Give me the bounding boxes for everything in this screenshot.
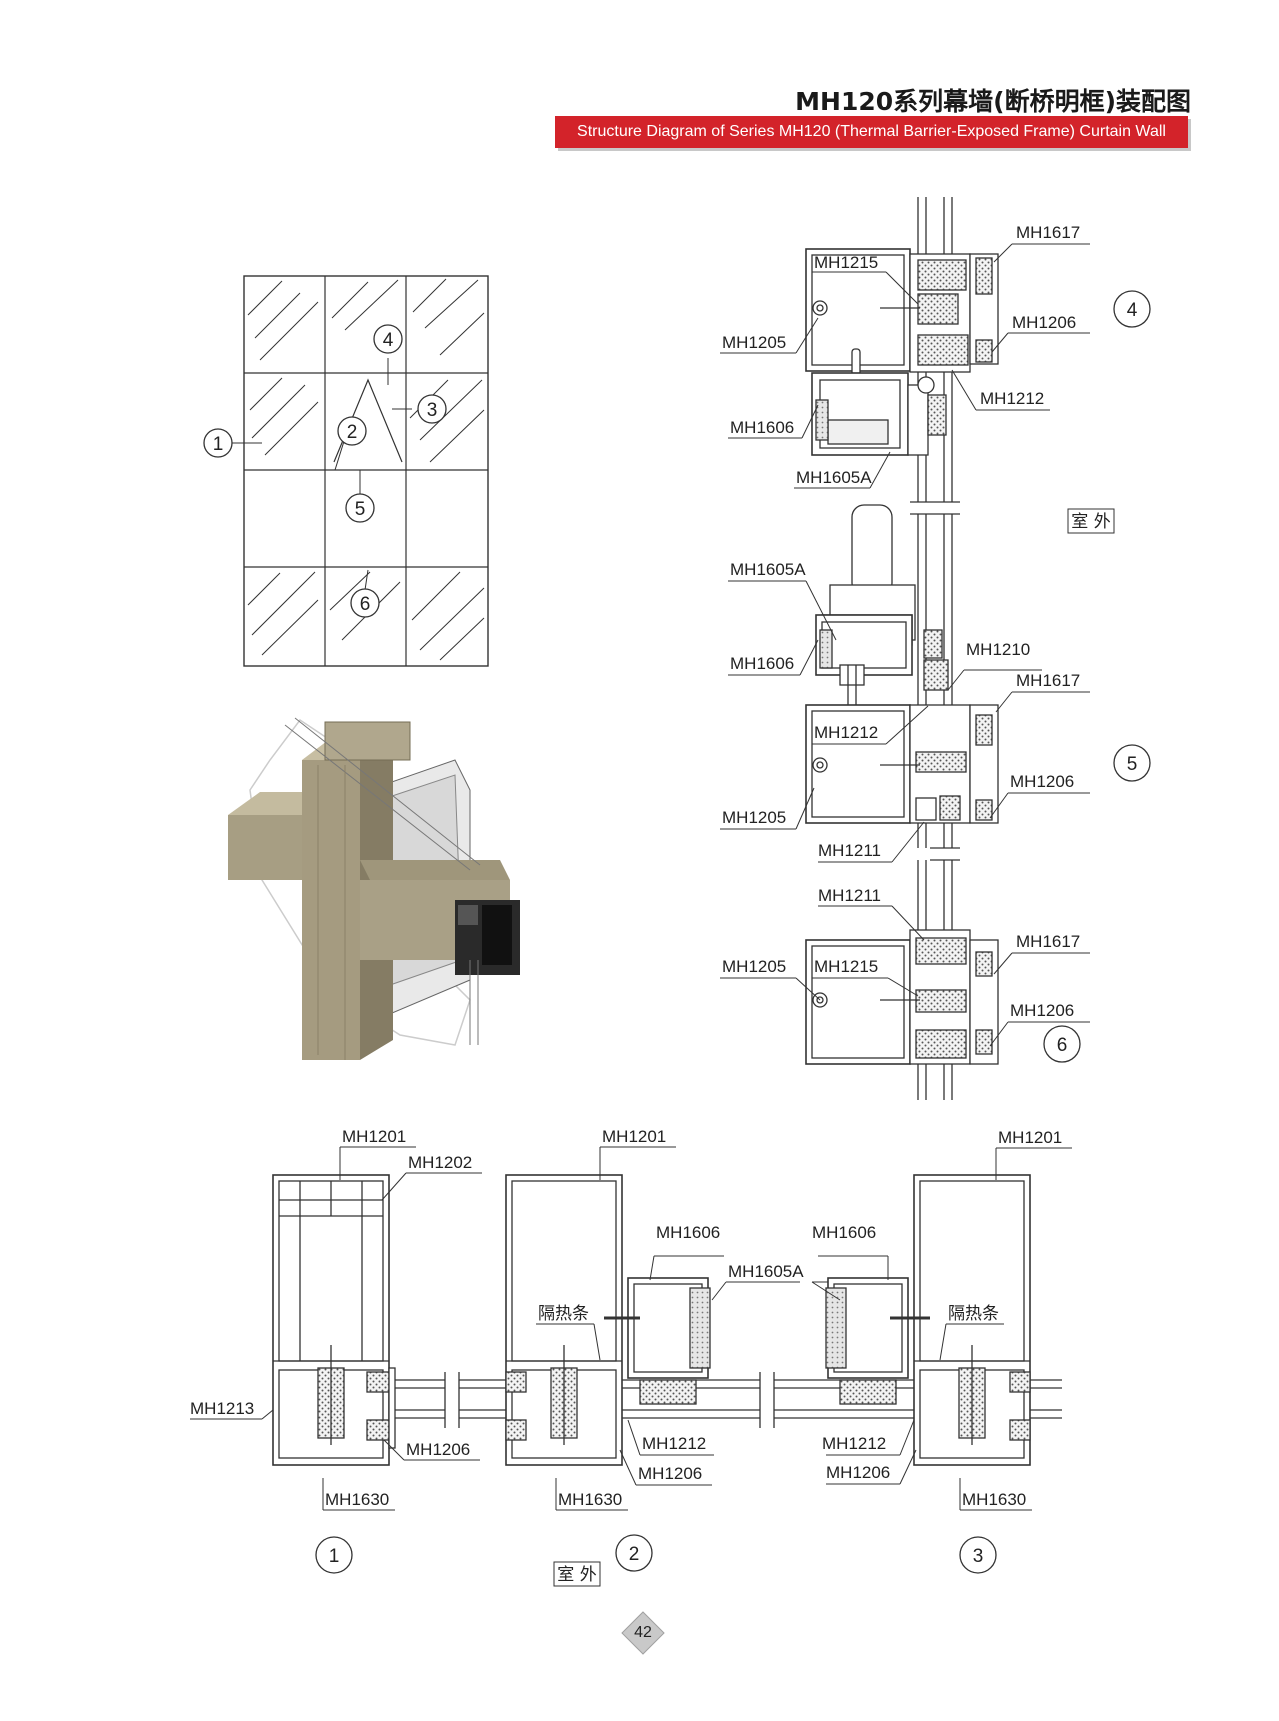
exterior-label-right: 室 外 — [1067, 508, 1115, 534]
svg-text:3: 3 — [973, 1546, 984, 1567]
label-mh1206-h2: MH1206 — [638, 1464, 702, 1483]
label-mh1606-h2: MH1606 — [656, 1223, 720, 1242]
svg-text:3: 3 — [427, 400, 438, 421]
elevation-diagram — [232, 275, 489, 667]
section-number-h2: 2 — [615, 1534, 653, 1572]
label-mh1212-h3: MH1212 — [822, 1434, 886, 1453]
label-mh1617-s5: MH1617 — [1016, 671, 1080, 690]
svg-text:2: 2 — [629, 1544, 640, 1565]
vertical-section-drawing — [720, 197, 1090, 1100]
label-mh1606-s5: MH1606 — [730, 654, 794, 673]
label-mh1206-s6: MH1206 — [1010, 1001, 1074, 1020]
svg-text:室 外: 室 外 — [1071, 512, 1110, 532]
page-number-label: 42 — [634, 1624, 652, 1641]
label-mh1205-s4: MH1205 — [722, 333, 786, 352]
page-title: MH120系列幕墙(断桥明框)装配图 — [795, 87, 1191, 116]
section-4-labels: MH1617 MH1215 MH1206 MH1205 MH1212 MH160… — [722, 223, 1151, 487]
label-mh1206-h3: MH1206 — [826, 1463, 890, 1482]
svg-text:1: 1 — [213, 434, 224, 455]
label-mh1210-s5: MH1210 — [966, 640, 1030, 659]
marker-4: 4 — [373, 324, 403, 354]
section-number-6: 6 — [1043, 1025, 1081, 1063]
section-number-h3: 3 — [959, 1536, 997, 1574]
label-mh1201-h3: MH1201 — [998, 1128, 1062, 1147]
svg-text:2: 2 — [347, 422, 358, 443]
svg-text:4: 4 — [1127, 300, 1138, 321]
label-mh1202-h1: MH1202 — [408, 1153, 472, 1172]
svg-text:4: 4 — [383, 330, 394, 351]
label-mh1212-s4: MH1212 — [980, 389, 1044, 408]
marker-5: 5 — [345, 493, 375, 523]
label-mh1605a-h2: MH1605A — [728, 1262, 804, 1281]
svg-text:1: 1 — [329, 1546, 340, 1567]
marker-2: 2 — [337, 416, 367, 446]
page-subtitle-bar: Structure Diagram of Series MH120 (Therm… — [555, 116, 1188, 148]
label-mh1630-h1: MH1630 — [325, 1490, 389, 1509]
section-number-h1: 1 — [315, 1536, 353, 1574]
section-5-labels: MH1605A MH1606 MH1210 MH1617 MH1212 MH12… — [722, 560, 1151, 860]
label-mh1606-h3: MH1606 — [812, 1223, 876, 1242]
section-number-4: 4 — [1113, 290, 1151, 328]
label-mh1205-s6: MH1205 — [722, 957, 786, 976]
label-mh1617-s4: MH1617 — [1016, 223, 1080, 242]
svg-text:5: 5 — [1127, 754, 1138, 775]
label-mh1205-s5: MH1205 — [722, 808, 786, 827]
section-number-5: 5 — [1113, 744, 1151, 782]
marker-3: 3 — [417, 394, 447, 424]
svg-text:5: 5 — [355, 499, 366, 520]
label-mh1201-h2: MH1201 — [602, 1127, 666, 1146]
label-mh1206-s5: MH1206 — [1010, 772, 1074, 791]
label-mh1215-s6: MH1215 — [814, 957, 878, 976]
label-mh1206-h1: MH1206 — [406, 1440, 470, 1459]
section-6-labels: MH1211 MH1617 MH1205 MH1215 MH1206 6 — [722, 886, 1081, 1063]
label-mh1206-s4: MH1206 — [1012, 313, 1076, 332]
label-mh1212-s5: MH1212 — [814, 723, 878, 742]
label-mh1215-s4: MH1215 — [814, 253, 878, 272]
label-mh1605a-s5: MH1605A — [730, 560, 806, 579]
svg-text:室 外: 室 外 — [557, 1565, 596, 1585]
label-mh1630-h2: MH1630 — [558, 1490, 622, 1509]
svg-text:6: 6 — [360, 594, 371, 615]
label-mh1605a-s4: MH1605A — [796, 468, 872, 487]
page-number: 42 — [621, 1611, 665, 1655]
label-thermal-break-h3: 隔热条 — [948, 1304, 999, 1324]
svg-text:6: 6 — [1057, 1035, 1068, 1056]
label-mh1630-h3: MH1630 — [962, 1490, 1026, 1509]
label-mh1617-s6: MH1617 — [1016, 932, 1080, 951]
horizontal-section-labels: MH1201 MH1202 MH1213 MH1206 MH1630 MH120… — [190, 1127, 1062, 1587]
label-mh1201-h1: MH1201 — [342, 1127, 406, 1146]
horizontal-section-drawing — [190, 1146, 1072, 1511]
label-mh1211-s6: MH1211 — [818, 886, 881, 905]
label-mh1606-s4: MH1606 — [730, 418, 794, 437]
marker-6: 6 — [350, 588, 380, 618]
marker-1: 1 — [203, 428, 233, 458]
label-thermal-break-h2: 隔热条 — [538, 1304, 589, 1324]
label-mh1213-h1: MH1213 — [190, 1399, 254, 1418]
profile-3d-render — [228, 717, 520, 1060]
label-mh1212-h2: MH1212 — [642, 1434, 706, 1453]
exterior-label-bottom: 室 外 — [553, 1561, 601, 1587]
label-mh1211-s5: MH1211 — [818, 841, 881, 860]
page-number-diamond — [621, 1611, 665, 1655]
elevation-markers: 1 2 3 4 5 6 — [203, 324, 447, 618]
